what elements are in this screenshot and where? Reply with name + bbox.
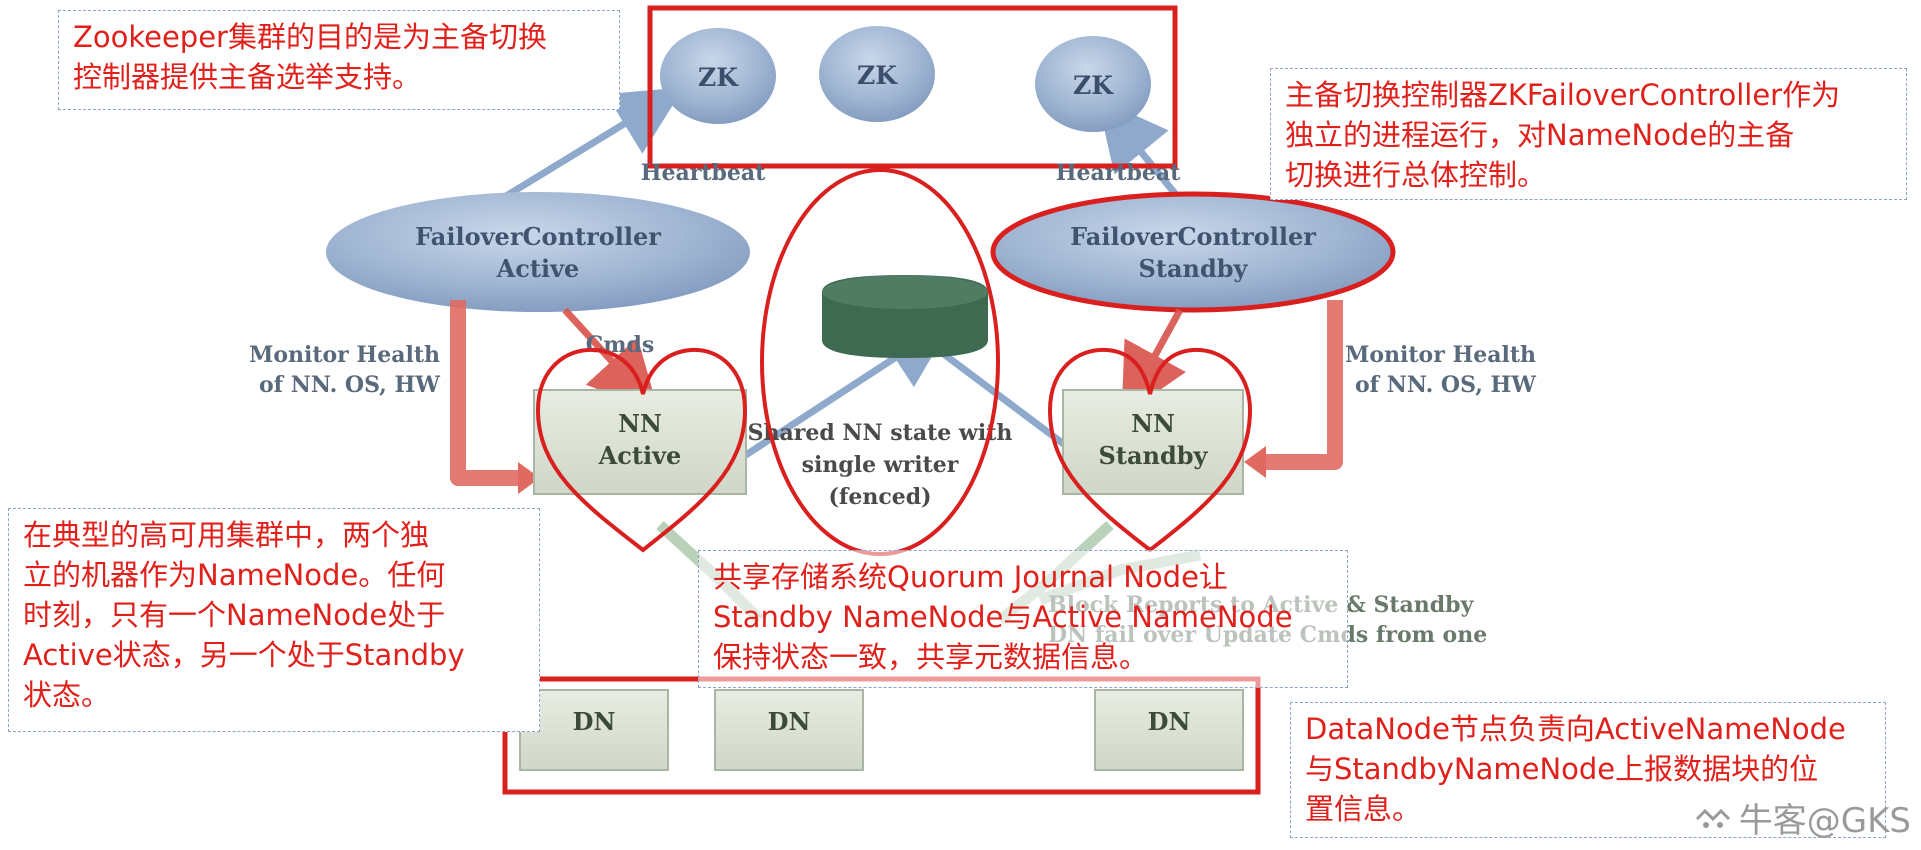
note-ha-cluster: 在典型的高可用集群中，两个独 立的机器作为NameNode。任何 时刻，只有一个… <box>8 508 540 732</box>
fc-active-state: Active <box>496 254 580 283</box>
zk-cluster: ZK ZK ZK <box>647 5 1178 169</box>
nowcoder-logo-icon <box>1695 808 1730 828</box>
fc-standby-label: FailoverController <box>1070 222 1316 251</box>
note-qjn: 共享存储系统Quorum Journal Node让 Standby NameN… <box>698 550 1348 688</box>
datanode-cluster: DN DN DN <box>502 676 1261 795</box>
nn-standby-label: NN <box>1131 409 1175 438</box>
zk-node <box>819 26 935 122</box>
failover-controller-standby: FailoverController Standby <box>990 191 1396 313</box>
shared-state-label: Shared NN state with <box>748 420 1013 446</box>
datanode <box>714 689 864 771</box>
heart-highlight-standby <box>1047 347 1253 553</box>
nn-active-label: NN <box>618 409 662 438</box>
datanode-label: DN <box>768 707 811 736</box>
nn-standby-state: Standby <box>1099 441 1209 470</box>
shared-state-sub1: single writer <box>802 452 959 478</box>
note-datanode: DataNode节点负责向ActiveNameNode 与StandbyName… <box>1290 702 1886 838</box>
shared-storage <box>822 275 988 358</box>
datanode-label: DN <box>1148 707 1191 736</box>
watermark-text: 牛客@GKS <box>1738 801 1911 841</box>
namenode-active: NN Active <box>533 389 747 495</box>
zk-node-label: ZK <box>1073 71 1114 100</box>
nn-active-state: Active <box>598 441 682 470</box>
zk-node <box>660 28 776 124</box>
monitor-sub-left: of NN. OS, HW <box>259 372 440 398</box>
note-zkfc: 主备切换控制器ZKFailoverController作为 独立的进程运行，对N… <box>1270 68 1907 200</box>
note-zookeeper: Zookeeper集群的目的是为主备切换 控制器提供主备选举支持。 <box>58 10 620 110</box>
monitor-label-left: Monitor Health <box>249 342 440 368</box>
monitor-arrowhead-left <box>518 462 540 494</box>
fc-standby-state: Standby <box>1139 254 1249 283</box>
namenode-standby: NN Standby <box>1062 389 1244 495</box>
fc-standby-highlight <box>990 191 1396 313</box>
shared-state-sub2: (fenced) <box>828 484 931 510</box>
monitor-arrowhead-right <box>1244 446 1266 478</box>
fc-active-label: FailoverController <box>415 222 661 251</box>
datanode-label: DN <box>573 707 616 736</box>
failover-controller-active: FailoverController Active <box>326 192 750 312</box>
monitor-health-arrows <box>450 300 1343 486</box>
cmds-label: Cmds <box>586 332 655 358</box>
heartbeat-label-left: Heartbeat <box>641 160 766 186</box>
zk-highlight-box <box>647 5 1178 169</box>
monitor-label-right: Monitor Health <box>1345 342 1536 368</box>
zk-node-label: ZK <box>698 63 739 92</box>
datanode <box>1094 689 1244 771</box>
watermark: 牛客@GKS <box>1693 793 1911 842</box>
datanode <box>519 689 669 771</box>
heartbeat-label-right: Heartbeat <box>1056 160 1181 186</box>
zk-node-label: ZK <box>857 61 898 90</box>
monitor-sub-right: of NN. OS, HW <box>1355 372 1536 398</box>
heart-highlight-active <box>535 347 748 553</box>
zk-node <box>1035 36 1151 132</box>
